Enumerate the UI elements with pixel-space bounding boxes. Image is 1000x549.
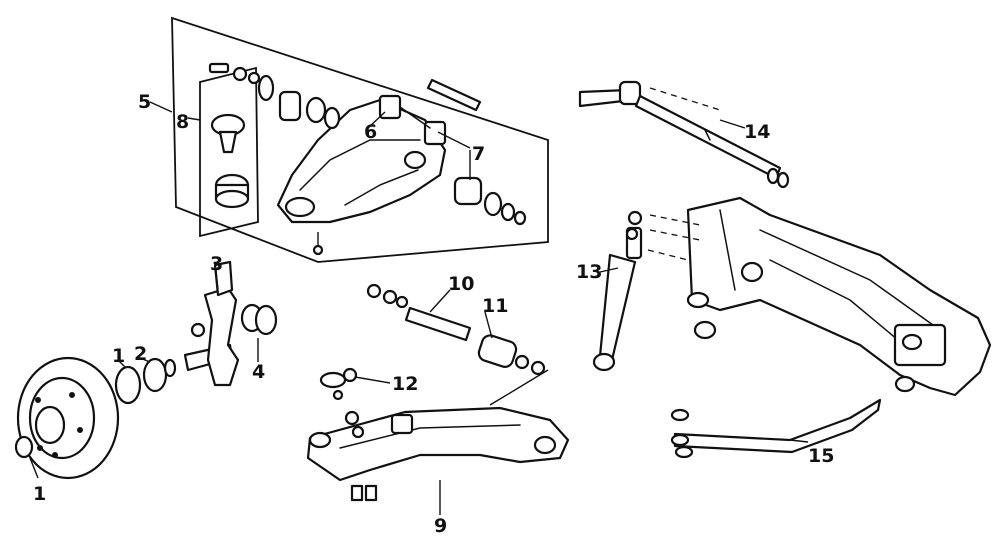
callout-13: 13: [576, 261, 602, 283]
callout-14: 14: [744, 121, 770, 143]
callout-7: 7: [472, 143, 485, 165]
callout-8: 8: [176, 111, 189, 133]
bearing-1: [114, 365, 142, 405]
hub-and-knuckle-group: [14, 260, 278, 480]
callout-15: 15: [808, 445, 834, 467]
steering-knuckle-3: [203, 286, 240, 387]
upper-control-arm: [276, 98, 447, 224]
callout-11: 11: [482, 295, 508, 317]
callout-12: 12: [392, 373, 418, 395]
callout-6: 6: [364, 121, 377, 143]
callout-2: 2: [134, 343, 147, 365]
callout-labels: 1 1 2 3 4 5 6 7 8 9 10 11 12 13 14 15: [33, 91, 834, 537]
upper-control-arm-group: [171, 16, 549, 263]
callout-4: 4: [252, 361, 265, 383]
callout-9: 9: [434, 515, 447, 537]
seal-1-lower: [14, 435, 34, 459]
callout-10: 10: [448, 273, 474, 295]
lower-control-arm-group: [306, 283, 570, 502]
leader-lines: [29, 101, 809, 515]
shaft-10: [404, 306, 472, 342]
bushing-11: [477, 334, 518, 368]
bearing-2: [142, 357, 168, 393]
ball-joint-12: [319, 371, 347, 389]
callout-5: 5: [138, 91, 151, 113]
frame-group: [578, 80, 992, 459]
stabilizer-bar-15: [673, 398, 882, 454]
group-box-5: [171, 16, 549, 263]
callout-1-bearing: 1: [112, 345, 125, 367]
vehicle-frame: [686, 196, 992, 397]
callout-1-lower: 1: [33, 483, 46, 505]
bushing-7: [453, 176, 483, 206]
callout-3: 3: [210, 253, 223, 275]
